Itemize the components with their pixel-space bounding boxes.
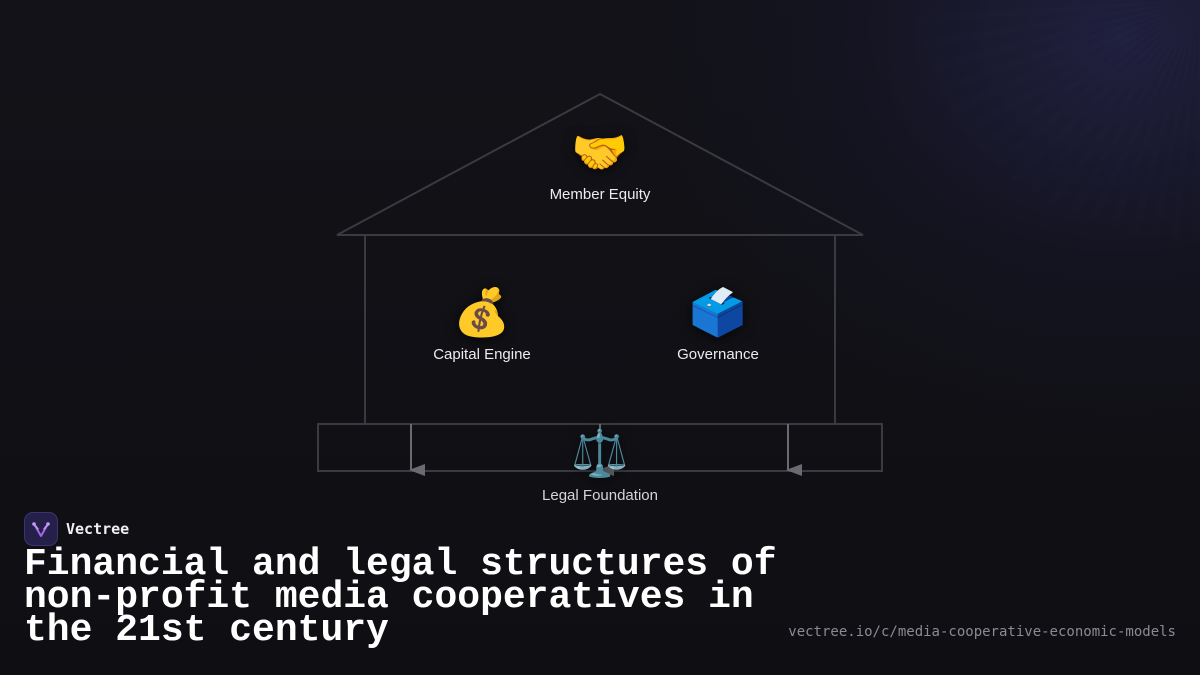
vectree-logo-icon [24, 512, 58, 546]
node-capital-engine: 💰 Capital Engine [433, 284, 531, 363]
node-label: Legal Foundation [542, 487, 658, 504]
node-label: Capital Engine [433, 346, 531, 363]
source-url[interactable]: vectree.io/c/media-cooperative-economic-… [788, 624, 1176, 640]
node-member-equity: 🤝 Member Equity [550, 124, 651, 203]
node-label: Governance [677, 346, 759, 363]
ballot-box-icon: 🗳️ [689, 285, 747, 339]
handshake-icon: 🤝 [571, 125, 629, 179]
page-title: Financial and legal structures of non-pr… [24, 543, 777, 652]
brand-name: Vectree [66, 520, 130, 538]
balance-scale-icon: ⚖️ [571, 426, 629, 480]
node-governance: 🗳️ Governance [677, 284, 759, 363]
money-bag-icon: 💰 [453, 285, 511, 339]
node-label: Member Equity [549, 186, 651, 203]
brand[interactable]: Vectree [24, 512, 129, 546]
node-legal-foundation: ⚖️ Legal Foundation [542, 425, 658, 504]
